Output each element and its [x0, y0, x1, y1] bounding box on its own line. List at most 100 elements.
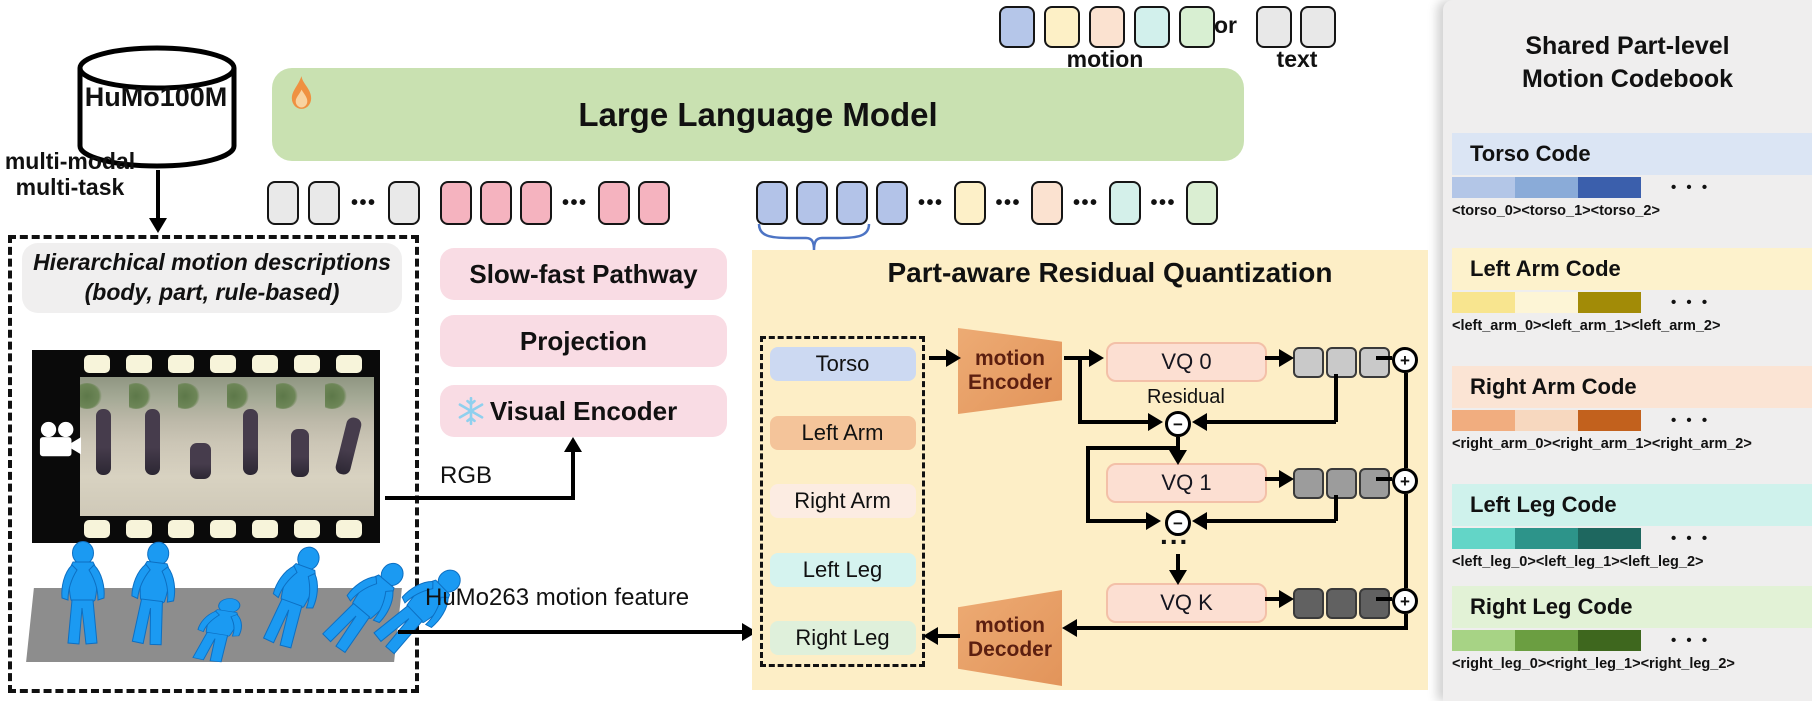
wire-arrow — [1169, 450, 1187, 465]
snowflake-icon — [457, 396, 485, 430]
token — [1089, 6, 1125, 48]
token — [597, 181, 630, 225]
vq1-box: VQ 1 — [1106, 463, 1267, 503]
codebook-codes: <right_leg_0><right_leg_1><right_leg_2> — [1452, 656, 1735, 672]
codebook-codes: <right_arm_0><right_arm_1><right_arm_2> — [1452, 436, 1752, 452]
token — [480, 181, 512, 225]
token — [308, 181, 340, 225]
visual-encoder-box: Visual Encoder — [440, 385, 727, 437]
wire — [1207, 420, 1336, 424]
llm-title: Large Language Model — [578, 95, 938, 133]
wire-arrow — [923, 627, 938, 645]
wire — [1086, 446, 1178, 450]
sum-node: + — [1392, 468, 1418, 494]
token — [1031, 181, 1064, 225]
wire — [1376, 477, 1392, 481]
vqk-box: VQ K — [1106, 583, 1267, 623]
codebook-swatch — [1578, 177, 1641, 198]
vq-ellipsis: ... — [1160, 519, 1190, 550]
ellipsis-dots: ••• — [562, 192, 588, 214]
wire — [1064, 356, 1091, 360]
video-camera-icon — [38, 420, 82, 465]
wire — [1078, 420, 1150, 424]
legend-text-label: text — [1276, 46, 1318, 72]
codebook-title: Shared Part-level Motion Codebook — [1443, 30, 1812, 95]
codebook-swatches: • • • — [1452, 292, 1812, 313]
codebook-swatch — [1515, 528, 1578, 549]
token — [1256, 6, 1292, 48]
k4-brace — [756, 222, 872, 257]
rgb-label: RGB — [440, 462, 493, 489]
mesh-figure — [172, 540, 242, 663]
codebook-swatch — [1515, 630, 1578, 651]
codebook-section: Torso Code• • •<torso_0><torso_1><torso_… — [1452, 133, 1812, 219]
hier-line1: Hierarchical motion descriptions — [33, 249, 391, 276]
wire-arrow — [1279, 590, 1294, 608]
ellipsis-dots: ••• — [1150, 192, 1177, 214]
ellipsis-dots: ••• — [918, 192, 944, 214]
code-token — [1293, 588, 1324, 619]
wire — [1265, 597, 1283, 601]
codebook-swatches: • • • — [1452, 528, 1812, 549]
motion-feature-arrow-line — [398, 630, 744, 634]
codebook-section: Left Leg Code• • •<left_leg_0><left_leg_… — [1452, 484, 1812, 570]
legend-text-tokens — [1256, 6, 1336, 48]
vqk-code-tokens — [1293, 588, 1390, 619]
video-film-strip — [32, 350, 380, 543]
codebook-codes: <left_arm_0><left_arm_1><left_arm_2> — [1452, 318, 1721, 334]
wire-arrow — [1146, 512, 1161, 530]
db-arrow-head — [149, 218, 167, 233]
wire-arrow — [1192, 413, 1207, 431]
visual-token-row: ••• — [440, 181, 670, 225]
wire — [1404, 614, 1408, 628]
token — [999, 6, 1035, 48]
wire — [1334, 374, 1338, 422]
codebook-swatches: • • • — [1452, 177, 1812, 198]
token — [267, 181, 299, 225]
wire-arrow — [1062, 619, 1077, 637]
codebook-swatch — [1452, 528, 1515, 549]
ellipsis-dots: • • • — [1671, 179, 1711, 196]
codebook-swatch — [1515, 410, 1578, 431]
wire-arrow — [1192, 512, 1207, 530]
wire — [1078, 358, 1082, 424]
codebook-swatch — [1515, 292, 1578, 313]
database-label: HuMo100M — [84, 82, 228, 112]
token — [876, 181, 908, 225]
dataset-note-line2: multi-task — [15, 174, 125, 201]
video-frame — [227, 377, 276, 516]
wire-arrow — [1089, 349, 1104, 367]
token — [1300, 6, 1336, 48]
sum-node: + — [1392, 588, 1418, 614]
part-label: Right Leg — [769, 621, 916, 655]
wire — [1176, 437, 1180, 452]
codebook-section: Right Arm Code• • •<right_arm_0><right_a… — [1452, 366, 1812, 452]
token — [637, 181, 670, 225]
motion-decoder-label: Decoder — [967, 638, 1053, 661]
subtract-node: − — [1165, 411, 1191, 437]
wire-arrow — [1279, 349, 1294, 367]
token — [796, 181, 828, 225]
video-frame — [129, 377, 178, 516]
data-panel-dashed-box — [8, 235, 419, 693]
wire — [1207, 519, 1336, 523]
codebook-swatch — [1515, 177, 1578, 198]
wire — [938, 634, 960, 638]
token — [1179, 6, 1215, 48]
legend-motion-label: motion — [1066, 46, 1144, 72]
dataset-note: multi-modal multi-task — [2, 148, 138, 201]
wire — [1404, 373, 1408, 468]
legend-motion-tokens — [999, 6, 1215, 48]
token — [756, 181, 788, 225]
motion-feature-label: HuMo263 motion feature — [425, 584, 690, 611]
sum-node: + — [1392, 347, 1418, 373]
mesh-figure — [298, 540, 404, 654]
wire — [1404, 494, 1408, 588]
database-icon — [75, 42, 239, 179]
token — [836, 181, 868, 225]
wire-arrow — [946, 349, 961, 367]
mesh-figure — [348, 540, 461, 655]
part-label: Torso — [769, 347, 916, 381]
codebook-section-title: Left Leg Code — [1452, 484, 1812, 526]
